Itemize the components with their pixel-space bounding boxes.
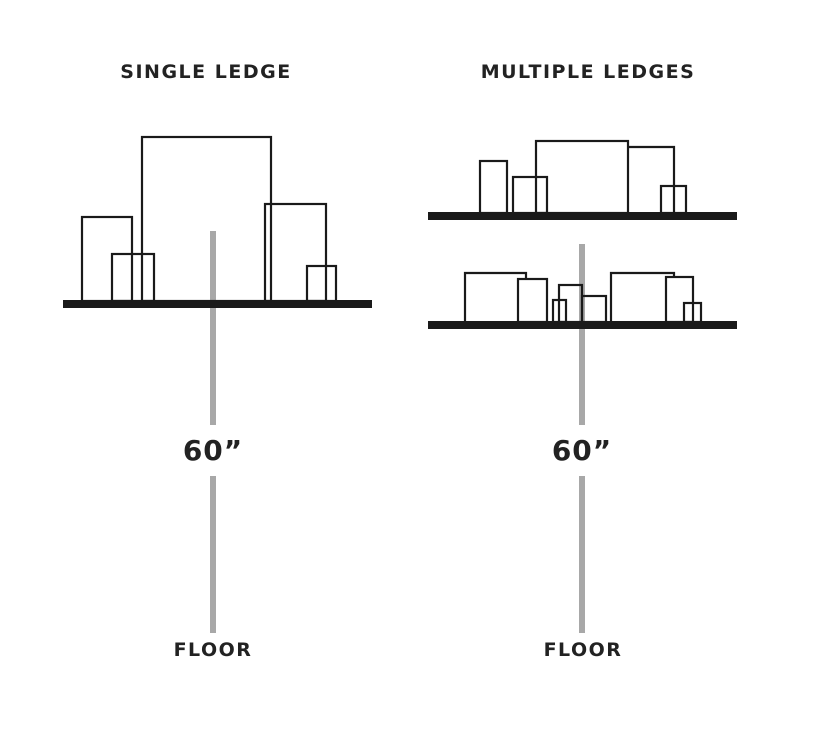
height-pole-lower — [210, 476, 216, 633]
frame — [463, 271, 528, 322]
frame — [511, 175, 549, 215]
frame-large — [534, 139, 630, 215]
multiple-ledges-height-label: 60” — [551, 434, 613, 467]
frame — [580, 294, 608, 324]
frame — [609, 271, 676, 322]
ledge-shelf — [63, 300, 372, 308]
upper-ledge-shelf — [428, 212, 737, 220]
frame — [305, 264, 338, 303]
multiple-ledges-title: MULTIPLE LEDGES — [480, 61, 696, 83]
frame-large — [140, 135, 273, 303]
frame — [557, 283, 584, 324]
frame — [628, 145, 676, 213]
frame — [516, 277, 549, 324]
height-pole-upper — [210, 231, 216, 425]
single-ledge-title: SINGLE LEDGE — [120, 61, 292, 83]
single-ledge-diagram — [63, 135, 372, 633]
frame — [664, 275, 695, 324]
multiple-ledges-diagram — [428, 139, 737, 633]
single-ledge-floor-label: FLOOR — [173, 639, 253, 661]
height-pole-upper — [579, 244, 585, 425]
frame — [478, 159, 509, 215]
frame — [80, 215, 134, 303]
height-pole-lower — [579, 476, 585, 633]
single-ledge-height-label: 60” — [182, 434, 244, 467]
frame — [263, 202, 328, 303]
multiple-ledges-floor-label: FLOOR — [543, 639, 623, 661]
lower-ledge-shelf — [428, 321, 737, 329]
